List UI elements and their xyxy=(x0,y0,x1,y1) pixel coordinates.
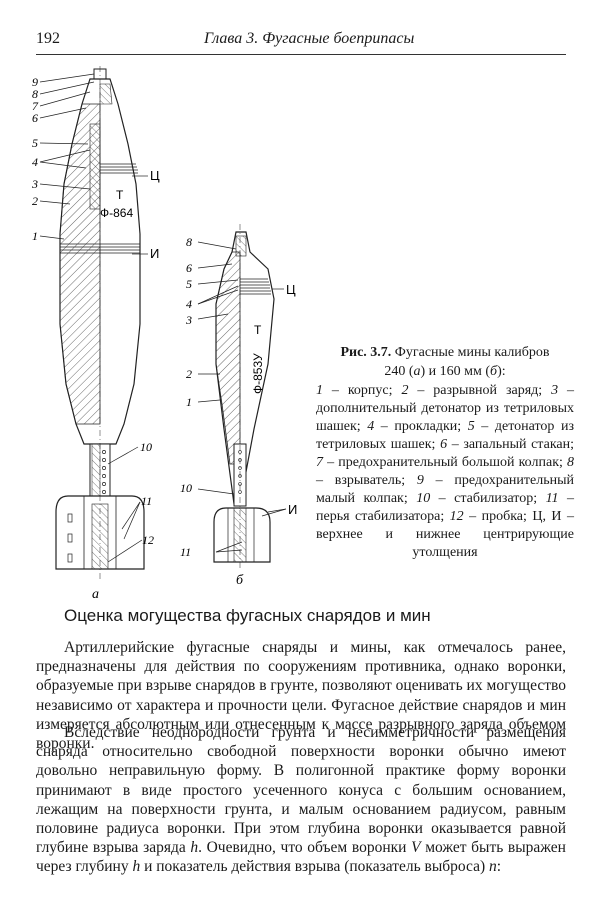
callout-a-5: 5 xyxy=(32,136,38,150)
legend-text: – предохранительный малый колпак; xyxy=(316,473,575,506)
page-number: 192 xyxy=(36,30,60,47)
body-paragraph-2: Вследствие неоднородности грунта и несим… xyxy=(36,723,566,877)
sublabel-b: б xyxy=(236,573,244,588)
legend-text: – стабилизатор; xyxy=(430,491,546,506)
legend-text: – корпус; xyxy=(323,383,402,398)
mine-b: Т Ф-853У 8 6 xyxy=(180,224,297,588)
callout-a-7: 7 xyxy=(32,99,39,113)
legend-text: – предохранительный большой колпак; xyxy=(323,455,567,470)
caption-title: Рис. 3.7. Фугасные мины калибров xyxy=(316,344,574,362)
caption-t2a: 240 ( xyxy=(384,364,414,379)
caption-t2bi: б xyxy=(490,364,498,379)
mark-b-i: И xyxy=(288,502,297,517)
callout-b-5: 5 xyxy=(186,277,192,291)
mines-drawing: Т Ф-864 xyxy=(31,66,297,602)
stencil-t-a: Т xyxy=(116,188,124,202)
legend-num: 8 xyxy=(567,455,574,470)
callout-a-9: 9 xyxy=(32,75,38,89)
callout-b-8: 8 xyxy=(186,235,192,249)
stencil-code-a: Ф-864 xyxy=(100,206,133,220)
callout-b-4: 4 xyxy=(186,297,192,311)
legend-num: 12 xyxy=(449,509,464,524)
callout-a-4: 4 xyxy=(32,155,38,169)
mark-a-i: И xyxy=(150,246,159,261)
legend-text: – детонатор из тетриловых шашек; xyxy=(316,419,574,452)
stencil-t-b: Т xyxy=(254,323,262,337)
legend-num: 10 xyxy=(416,491,431,506)
callout-b-1: 1 xyxy=(186,395,192,409)
var-h: h xyxy=(190,839,199,857)
callout-b-3: 3 xyxy=(185,313,192,327)
legend-text: – пробка; xyxy=(463,509,533,524)
caption-t2b: ) и 160 мм ( xyxy=(420,364,491,379)
callout-a-1: 1 xyxy=(32,229,38,243)
var-h: h xyxy=(132,858,141,876)
legend-text: – прокладки; xyxy=(374,419,468,434)
callout-a-3: 3 xyxy=(31,177,38,191)
legend-num: 11 xyxy=(545,491,559,506)
body-paragraph-1: Артиллерийские фугасные снаряды и мины, … xyxy=(36,639,566,753)
legend-num: 5 xyxy=(467,419,475,434)
legend-num: 7 xyxy=(316,455,323,470)
legend-text: – перья стабилизатора; xyxy=(316,491,575,524)
caption-title-text: Фугасные мины калибров xyxy=(391,345,550,360)
callout-b-6: 6 xyxy=(186,261,192,275)
p2-text-b: . Очевидно, что объем воронки xyxy=(198,839,412,857)
mark-a-c: Ц xyxy=(150,168,160,183)
var-n: n xyxy=(489,858,497,876)
sublabel-a: а xyxy=(92,587,99,602)
callout-a-10: 10 xyxy=(140,440,152,454)
callout-b-2: 2 xyxy=(186,367,192,381)
legend-tail: Ц, И – верхнее и нижнее центрирующие уто… xyxy=(316,509,574,560)
callout-a-2: 2 xyxy=(32,194,38,208)
legend-num: 4 xyxy=(367,419,375,434)
caption-legend: 1 – корпус; 2 – разрывной заряд; 3 – доп… xyxy=(316,382,574,562)
legend-text: – дополнительный детонатор из тетриловых… xyxy=(316,383,574,434)
callout-a-11: 11 xyxy=(141,494,152,508)
stencil-code-b: Ф-853У xyxy=(251,353,265,394)
legend-num: 2 xyxy=(401,383,409,398)
callout-a-12: 12 xyxy=(142,533,154,547)
legend-text: – взрыватель; xyxy=(316,473,417,488)
figure-mortar-mines: Т Ф-864 xyxy=(28,64,318,609)
section-heading: Оценка могущества фугасных снарядов и ми… xyxy=(64,606,431,625)
legend-num: 1 xyxy=(316,383,323,398)
callout-b-11: 11 xyxy=(180,545,191,559)
p2-text-c: может быть выражен через глубину xyxy=(36,839,566,876)
caption-t2ai: а xyxy=(413,364,421,379)
mine-a: Т Ф-864 xyxy=(31,66,160,602)
legend-text: – разрывной заряд; xyxy=(408,383,552,398)
caption-title-line2: 240 (а) и 160 мм (б): xyxy=(316,363,574,381)
header-rule xyxy=(36,54,566,55)
callout-a-8: 8 xyxy=(32,87,38,101)
var-v: V xyxy=(411,839,421,857)
legend-num: 9 xyxy=(416,473,424,488)
mark-b-c: Ц xyxy=(286,282,296,297)
legend-num: 6 xyxy=(440,437,448,452)
p2-text-e: : xyxy=(496,858,502,876)
running-title: Глава 3. Фугасные боеприпасы xyxy=(204,30,415,47)
p2-text-d: и показатель действия взрыва (показатель… xyxy=(140,858,490,876)
caption-label: Рис. 3.7. xyxy=(340,345,392,360)
p2-text-a: Вследствие неоднородности грунта и несим… xyxy=(36,724,566,857)
caption-t2c: ): xyxy=(497,364,506,379)
legend-num: 3 xyxy=(551,383,559,398)
figure-caption: Рис. 3.7. Фугасные мины калибров 240 (а)… xyxy=(316,344,574,562)
callout-b-10: 10 xyxy=(180,481,192,495)
legend-text: – запальный стакан; xyxy=(447,437,574,452)
callout-a-6: 6 xyxy=(32,111,38,125)
page-header: 192 Глава 3. Фугасные боеприпасы xyxy=(36,30,566,52)
